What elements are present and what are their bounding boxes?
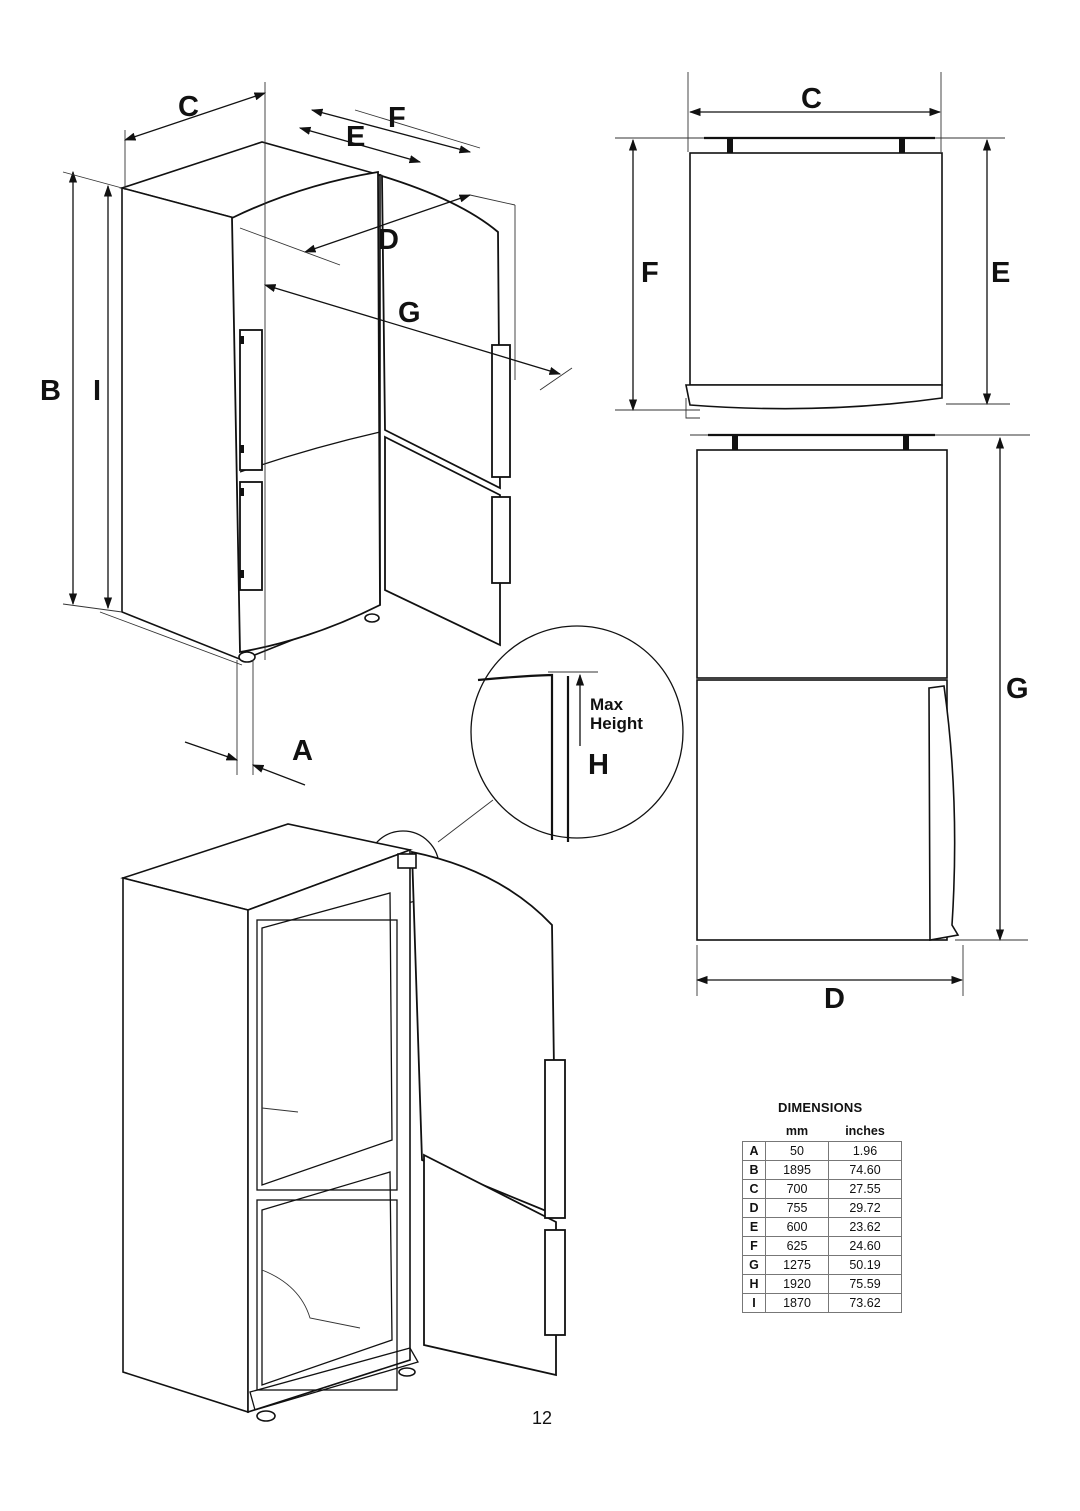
dimensions-table: DIMENSIONS mm inches A 50 1.96 B 1895 74… xyxy=(742,1100,922,1313)
row-mm: 1870 xyxy=(765,1293,829,1313)
label-h: H xyxy=(588,749,609,781)
row-inches: 29.72 xyxy=(828,1198,902,1218)
row-mm: 1275 xyxy=(765,1255,829,1275)
col-mm: mm xyxy=(785,1124,809,1138)
table-row: I 1870 73.62 xyxy=(742,1293,902,1313)
label-g-perspective: G xyxy=(398,297,421,329)
height-label: Height xyxy=(590,714,643,733)
label-b: B xyxy=(40,375,61,407)
col-inches: inches xyxy=(845,1124,885,1138)
row-key: D xyxy=(742,1198,766,1218)
label-f-perspective: F xyxy=(388,102,406,134)
label-c-plan: C xyxy=(801,83,822,115)
row-key: G xyxy=(742,1255,766,1275)
row-inches: 50.19 xyxy=(828,1255,902,1275)
plan-view-open: G D xyxy=(690,433,1030,1015)
row-mm: 700 xyxy=(765,1179,829,1199)
row-inches: 24.60 xyxy=(828,1236,902,1256)
row-inches: 1.96 xyxy=(828,1141,902,1161)
fridge-perspective-bottom xyxy=(120,823,566,1422)
row-key: B xyxy=(742,1160,766,1180)
row-key: F xyxy=(742,1236,766,1256)
table-row: E 600 23.62 xyxy=(742,1217,902,1237)
row-mm: 50 xyxy=(765,1141,829,1161)
table-row: G 1275 50.19 xyxy=(742,1255,902,1275)
dimensions-grid: mm inches A 50 1.96 B 1895 74.60 C 700 2… xyxy=(742,1124,902,1313)
label-g-plan: G xyxy=(1006,673,1029,705)
page-number: 12 xyxy=(531,1408,553,1428)
row-mm: 625 xyxy=(765,1236,829,1256)
label-d-perspective: D xyxy=(378,224,399,256)
label-f-plan: F xyxy=(641,257,659,289)
row-inches: 75.59 xyxy=(828,1274,902,1294)
row-key: C xyxy=(742,1179,766,1199)
table-row: A 50 1.96 xyxy=(742,1141,902,1161)
fridge-perspective-top: C F E D G B I A xyxy=(40,82,573,786)
row-key: E xyxy=(742,1217,766,1237)
row-key: H xyxy=(742,1274,766,1294)
row-mm: 1920 xyxy=(765,1274,829,1294)
label-e-plan: E xyxy=(991,257,1010,289)
table-row: D 755 29.72 xyxy=(742,1198,902,1218)
table-row: H 1920 75.59 xyxy=(742,1274,902,1294)
label-i: I xyxy=(93,375,101,407)
table-row: F 625 24.60 xyxy=(742,1236,902,1256)
row-mm: 1895 xyxy=(765,1160,829,1180)
max-height-detail: Max Height H xyxy=(366,625,684,904)
label-e-perspective: E xyxy=(346,121,365,153)
row-mm: 600 xyxy=(765,1217,829,1237)
max-label: Max xyxy=(590,695,624,714)
row-inches: 27.55 xyxy=(828,1179,902,1199)
label-c-perspective: C xyxy=(178,91,199,123)
row-key: A xyxy=(742,1141,766,1161)
row-key: I xyxy=(742,1293,766,1313)
table-row: C 700 27.55 xyxy=(742,1179,902,1199)
row-inches: 23.62 xyxy=(828,1217,902,1237)
dimensions-title: DIMENSIONS xyxy=(778,1100,863,1115)
row-inches: 73.62 xyxy=(828,1293,902,1313)
label-a: A xyxy=(292,735,313,767)
col-key xyxy=(743,1124,766,1142)
row-mm: 755 xyxy=(765,1198,829,1218)
table-row: B 1895 74.60 xyxy=(742,1160,902,1180)
row-inches: 74.60 xyxy=(828,1160,902,1180)
label-d-plan: D xyxy=(824,983,845,1015)
plan-view-closed: C F E xyxy=(615,72,1010,419)
